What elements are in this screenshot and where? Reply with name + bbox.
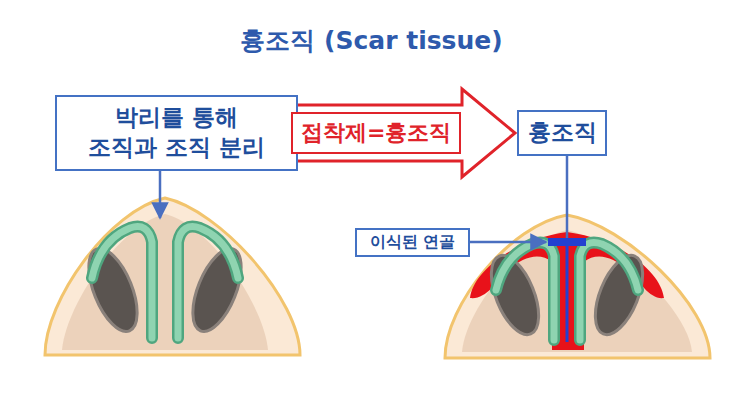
- nose-after: [445, 156, 710, 358]
- nose-before: [45, 166, 300, 355]
- box-text: 박리를 통해 조직과 조직 분리: [63, 103, 290, 163]
- box-text: 이식된 연골: [370, 232, 456, 253]
- label-box: 이식된 연골: [355, 228, 470, 257]
- label-box: 흉조직: [517, 110, 607, 156]
- label-box: 박리를 통해 조직과 조직 분리: [55, 95, 298, 171]
- box-text: 흉조직: [528, 118, 597, 148]
- block-arrow: [290, 89, 515, 177]
- arrow-label: 접착제=흉조직: [291, 112, 461, 154]
- diagram-title: 흉조직 (Scar tissue): [0, 24, 743, 57]
